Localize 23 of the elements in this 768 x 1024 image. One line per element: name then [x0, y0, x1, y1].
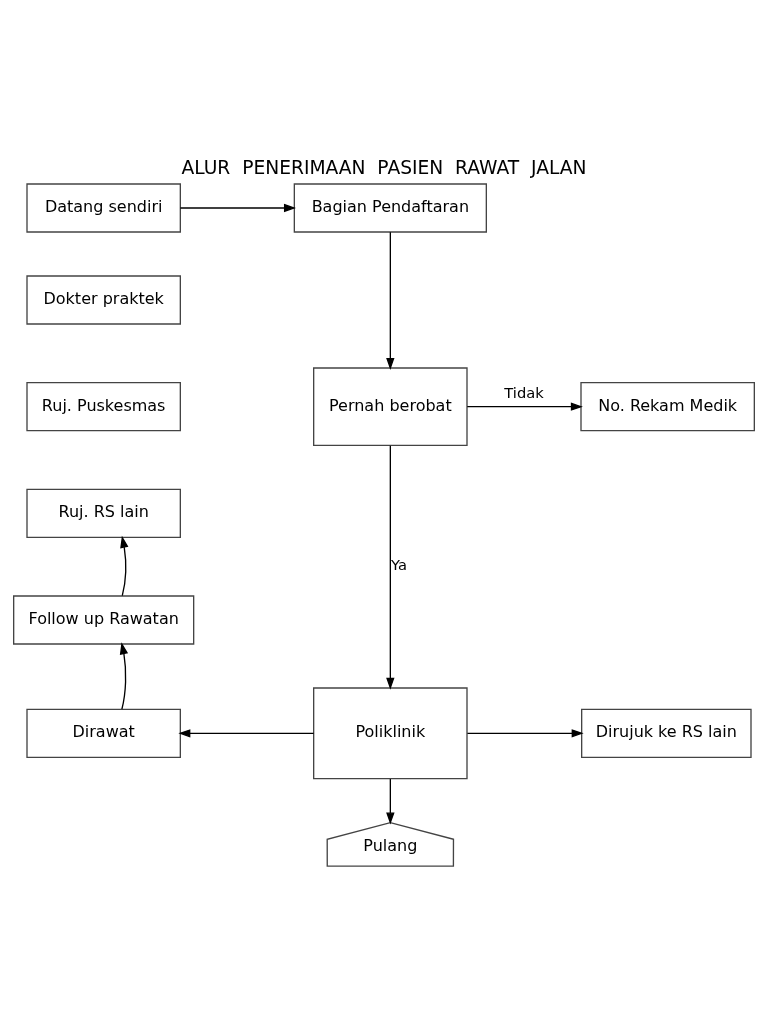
arrow	[466, 402, 583, 411]
node-box: Dokter praktek	[26, 275, 181, 325]
arrow	[120, 535, 129, 597]
node-box: No. Rekam Medik	[580, 382, 755, 432]
node-box: Dirawat	[26, 708, 181, 758]
arrow	[386, 778, 395, 825]
node-box: Dirujuk ke RS lain	[581, 708, 752, 758]
arrow	[386, 231, 395, 370]
arrow	[178, 729, 315, 738]
node-box: Pernah berobat	[313, 367, 468, 446]
arrow	[119, 642, 129, 710]
arrow	[179, 203, 296, 213]
node-box: Datang sendiri	[26, 183, 181, 233]
node-box: Ruj. Puskesmas	[26, 382, 181, 432]
node-box: Follow up Rawatan	[13, 595, 195, 645]
edge-label: Tidak	[504, 384, 544, 402]
diagram-title: ALUR PENERIMAAN PASIEN RAWAT JALAN	[181, 156, 587, 178]
edge-label: Ya	[391, 556, 407, 574]
node-box: Poliklinik	[313, 687, 468, 780]
node-box: Bagian Pendaftaran	[293, 183, 487, 233]
arrow	[386, 445, 395, 690]
node-box: Ruj. RS lain	[26, 488, 181, 538]
arrow	[466, 729, 584, 738]
